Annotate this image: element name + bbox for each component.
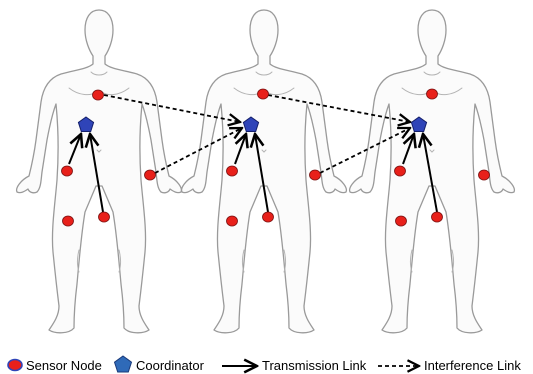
sensor-node: [432, 212, 443, 222]
blue-pentagon-icon: [115, 356, 132, 372]
sensor-node: [227, 216, 238, 226]
legend-item-transmission-link: Transmission Link: [222, 358, 367, 373]
sensor-node: [479, 170, 490, 180]
sensor-node: [310, 170, 321, 180]
sensor-node: [62, 166, 73, 176]
sensor-node: [263, 212, 274, 222]
sensor-node: [93, 90, 104, 100]
legend-label-interference-link: Interference Link: [424, 358, 521, 373]
sensor-node: [427, 89, 438, 99]
legend: Sensor Node Coordinator Transmission Lin…: [8, 356, 521, 373]
legend-item-sensor-node: Sensor Node: [8, 358, 102, 373]
red-circle-icon: [8, 360, 22, 371]
legend-label-sensor-node: Sensor Node: [26, 358, 102, 373]
sensor-node: [258, 89, 269, 99]
sensor-node: [63, 216, 74, 226]
sensor-node: [227, 166, 238, 176]
sensor-node: [396, 216, 407, 226]
sensor-node: [145, 170, 156, 180]
sensor-node: [99, 212, 110, 222]
legend-item-coordinator: Coordinator: [115, 356, 205, 373]
legend-item-interference-link: Interference Link: [378, 358, 521, 373]
sensor-node: [395, 166, 406, 176]
legend-label-transmission-link: Transmission Link: [262, 358, 367, 373]
legend-label-coordinator: Coordinator: [136, 358, 205, 373]
human-body-figure-3: [350, 10, 515, 333]
